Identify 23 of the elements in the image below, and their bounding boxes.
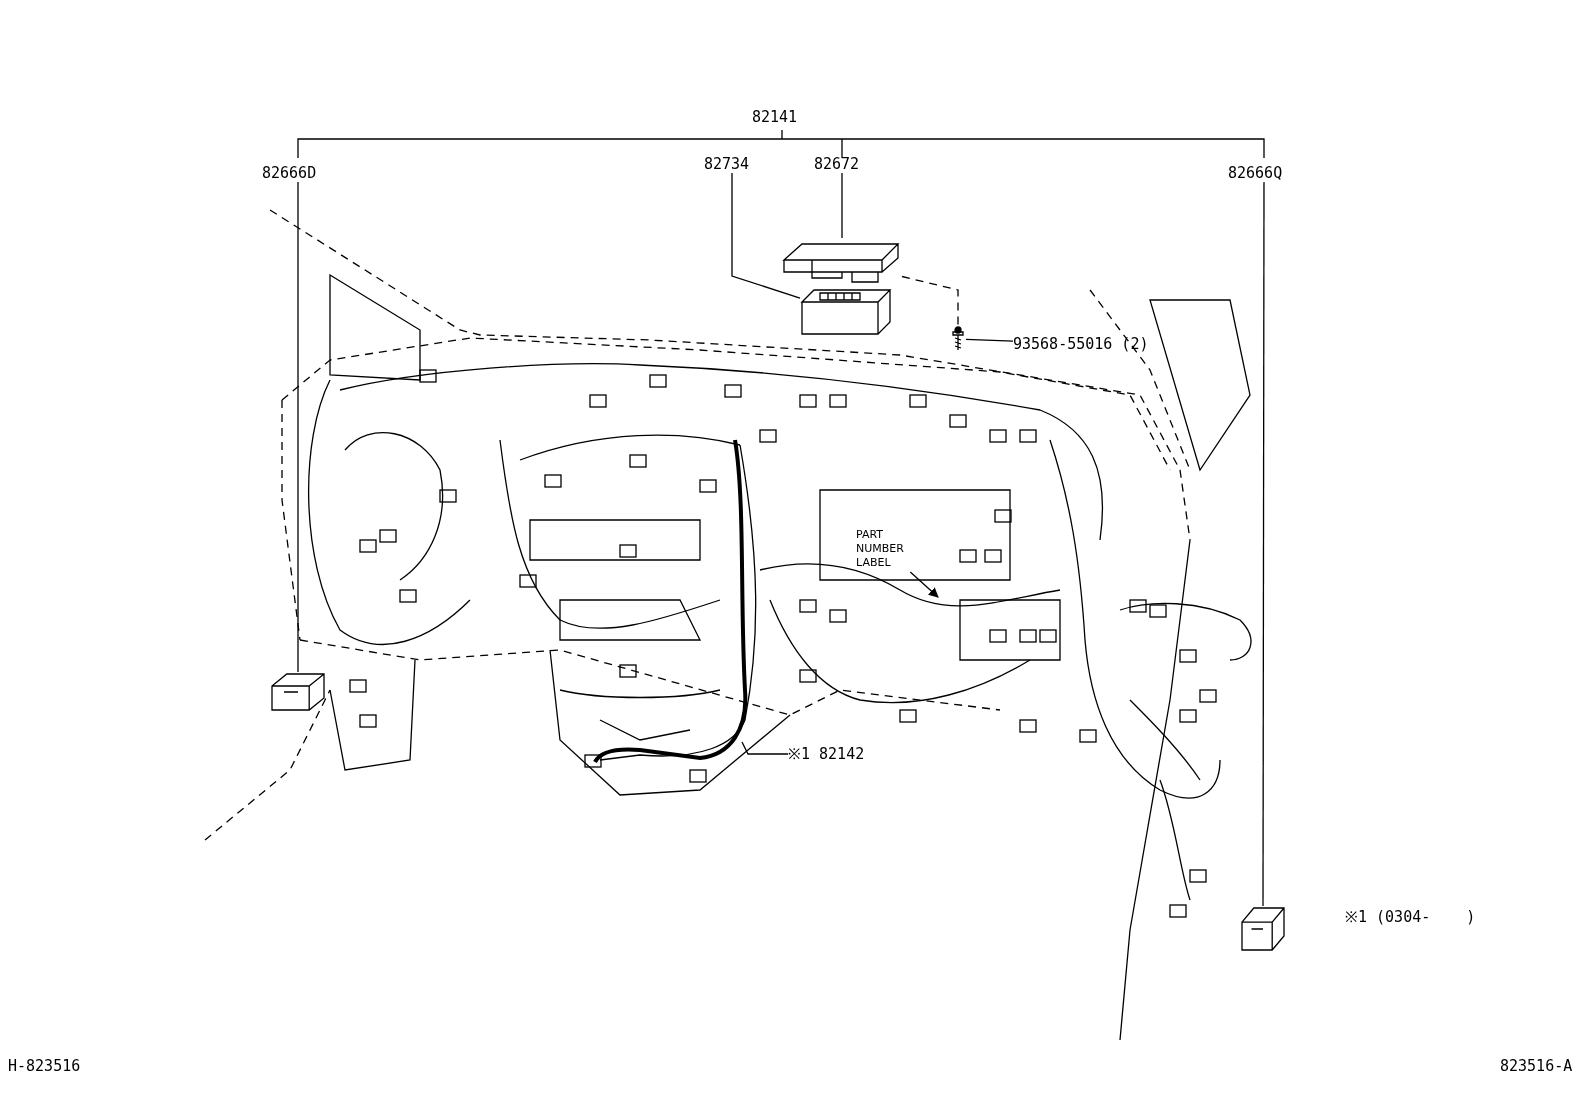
leader-line [965, 338, 1014, 342]
connector-drawing [270, 672, 326, 712]
assembly-line [901, 275, 959, 327]
relay-block-drawing [800, 288, 892, 338]
leader-line [731, 172, 801, 299]
note-text: PART NUMBER LABEL [856, 528, 916, 570]
footnote-text: ※1 (0304- ) [1345, 908, 1476, 926]
connector-drawing [1240, 906, 1286, 952]
leader-line [1262, 181, 1265, 907]
drawing-number: 823516-A [1500, 1057, 1573, 1075]
part-number: 82666Q [1228, 164, 1300, 182]
drawing-number: H-823516 [8, 1057, 81, 1075]
part-number: 82734 [704, 155, 760, 173]
part-number: 93568-55016 (2) [1013, 335, 1163, 353]
bolt-drawing [950, 326, 966, 352]
leader-line [741, 741, 789, 755]
part-number: 82141 [752, 108, 798, 126]
part-number: 82672 [814, 155, 870, 173]
leader-line [297, 181, 299, 673]
part-number: 82666D [262, 164, 334, 182]
leader-arrow [909, 571, 939, 598]
leader-line [841, 172, 843, 239]
part-number: ※1 82142 [788, 745, 888, 763]
